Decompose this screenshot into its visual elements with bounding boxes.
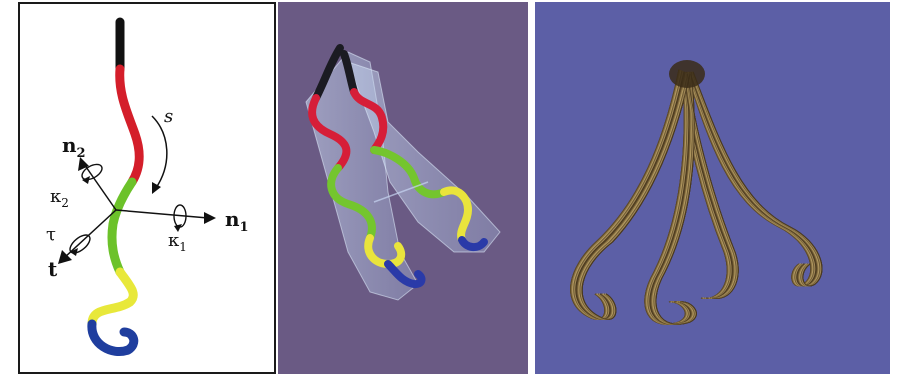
hair-render: [535, 2, 890, 374]
hair-strand: [576, 72, 684, 320]
hair-strand: [573, 70, 681, 319]
hair-strand: [572, 70, 680, 319]
hair-strand: [573, 70, 681, 319]
rod-envelope-render-panel: [278, 2, 528, 374]
arc-length-label: s: [164, 106, 173, 127]
hair-strand: [576, 72, 684, 320]
rod-segment-blue: [92, 324, 134, 352]
hair-strand: [572, 70, 680, 319]
kappa2-rotation-arrow: [82, 176, 90, 184]
hair-strand: [574, 71, 682, 320]
hair-strand: [571, 70, 679, 320]
rod-segment-yellow: [92, 272, 133, 324]
hair-strand: [572, 70, 680, 319]
hair-strand: [573, 70, 681, 319]
hair-strand: [693, 72, 822, 286]
hair-strand: [575, 71, 683, 319]
hair-strand: [692, 72, 820, 286]
hair-strand: [575, 71, 683, 319]
hair-strand: [693, 72, 822, 286]
hair-strand: [577, 72, 685, 319]
n1-arrow-head: [204, 212, 216, 224]
hair-strand: [576, 72, 684, 320]
hair-strand: [577, 72, 685, 319]
hair-strand: [576, 72, 684, 320]
hair-strand: [692, 72, 820, 286]
hair-strand: [576, 72, 684, 320]
hair-strand: [575, 71, 683, 319]
hair-strand: [571, 70, 679, 320]
n1-label: n1: [225, 207, 249, 235]
hair-strand: [692, 72, 820, 286]
hair-strand: [574, 71, 682, 320]
kappa1-label: κ1: [168, 230, 187, 254]
hair-strand: [577, 72, 685, 319]
kappa2-label: κ2: [50, 186, 69, 210]
hair-strand: [571, 70, 679, 320]
hair-strand: [573, 70, 681, 319]
hair-strand: [571, 70, 679, 320]
rod-frame-diagram: s n1 n2 t κ2 τ κ1: [20, 4, 274, 372]
hair-strand: [575, 71, 683, 319]
hair-strand: [692, 72, 820, 286]
n2-axis: [84, 164, 116, 210]
hair-strand: [692, 72, 820, 286]
hair-strand: [692, 72, 820, 286]
hair-strand: [573, 70, 681, 319]
hair-strand: [693, 72, 822, 286]
rod-segment-red: [120, 69, 140, 182]
hair-strand: [574, 71, 682, 320]
hair-strand: [575, 71, 683, 319]
hair-render-panel: [535, 2, 890, 374]
n2-label: n2: [62, 133, 86, 161]
n1-axis: [116, 210, 208, 218]
hair-strand: [692, 72, 820, 286]
tau-label: τ: [46, 224, 56, 245]
hair-strand: [693, 72, 822, 286]
hair-strand: [572, 70, 680, 319]
rod-segment-green: [112, 182, 132, 272]
hair-strand: [577, 72, 685, 319]
hair-strand: [574, 71, 682, 320]
hair-root-crown: [669, 60, 705, 88]
rod-frame-diagram-panel: s n1 n2 t κ2 τ κ1: [18, 2, 276, 374]
hair-strand: [577, 72, 685, 319]
hair-strand: [571, 70, 679, 320]
hair-strand: [692, 72, 820, 286]
hair-strand: [693, 72, 822, 286]
hair-strand: [572, 70, 680, 319]
rod-envelope-render: [278, 2, 528, 374]
t-label: t: [48, 257, 58, 281]
hair-strand: [574, 71, 682, 320]
hair-strand: [692, 72, 820, 286]
hair-strand: [692, 72, 820, 286]
s-arrow-head: [152, 182, 161, 194]
